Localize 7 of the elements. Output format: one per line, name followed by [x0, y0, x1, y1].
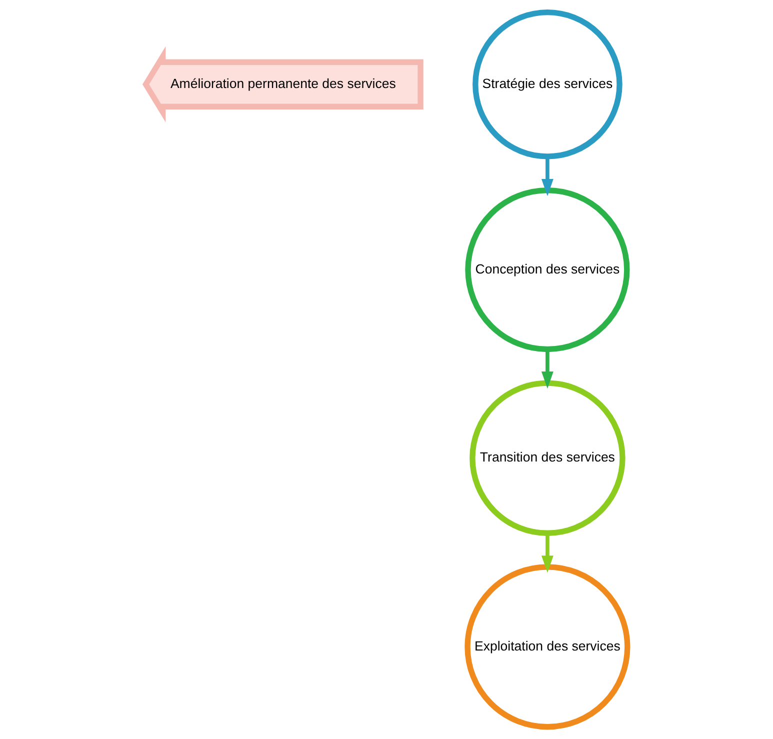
node-circle: Conception des services [465, 187, 630, 352]
node-circle: Exploitation des services [464, 564, 630, 730]
arrow [541, 156, 554, 196]
node-circle: Transition des services [470, 380, 626, 536]
arrow [541, 349, 554, 389]
arrow [541, 533, 554, 573]
node-circle: Stratégie des services [472, 9, 622, 160]
